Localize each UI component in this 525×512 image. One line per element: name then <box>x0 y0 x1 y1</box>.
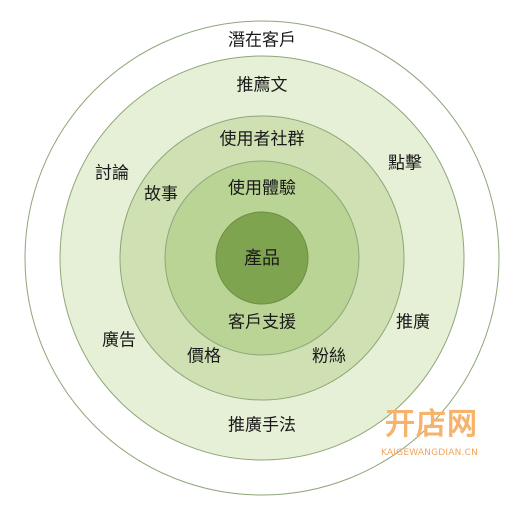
label-user-experience: 使用體驗 <box>228 178 296 199</box>
watermark-url: KAIGEWANGDIAN.CN <box>381 448 479 458</box>
watermark: 开店网 KAIGEWANGDIAN.CN <box>381 410 485 470</box>
label-clicks: 點擊 <box>388 153 422 174</box>
label-user-community: 使用者社群 <box>219 129 305 150</box>
label-price: 價格 <box>187 346 221 367</box>
label-promotion-methods: 推廣手法 <box>228 415 296 436</box>
label-product: 產品 <box>244 248 280 269</box>
watermark-logo: 开店网 <box>385 407 478 442</box>
label-potential-customers: 潛在客戶 <box>228 30 296 51</box>
label-advertising: 廣告 <box>102 330 136 351</box>
label-promotion: 推廣 <box>396 312 430 333</box>
label-testimonials: 推薦文 <box>236 75 288 96</box>
label-discussion: 討論 <box>95 163 129 184</box>
label-customer-support: 客戶支援 <box>228 312 296 333</box>
core-circle <box>215 211 309 305</box>
label-story: 故事 <box>144 184 178 205</box>
label-fans: 粉絲 <box>312 346 346 367</box>
